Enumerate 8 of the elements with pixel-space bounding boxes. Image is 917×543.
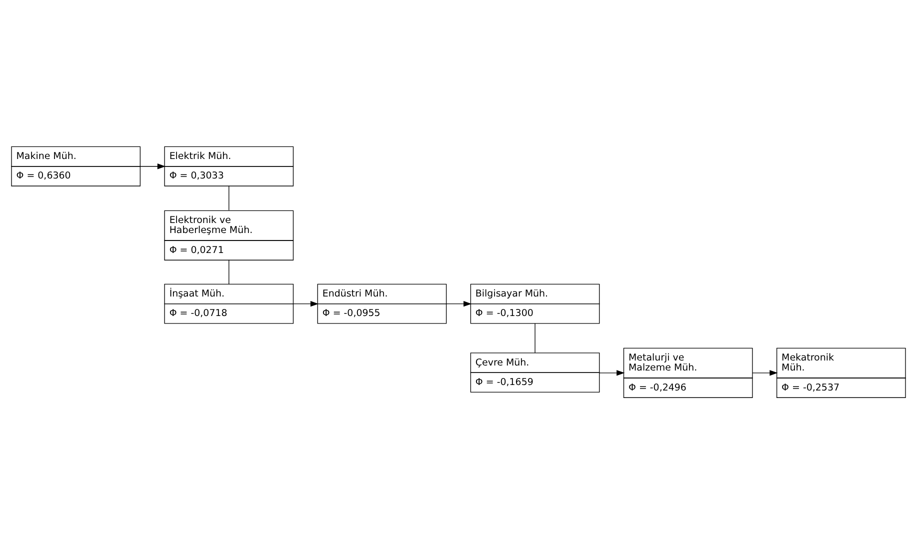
arrow: [140, 163, 166, 169]
connector: [228, 259, 230, 284]
arrow: [293, 300, 319, 306]
connector: [534, 322, 536, 353]
arrow: [446, 300, 472, 306]
arrow: [752, 370, 778, 376]
connector: [228, 185, 230, 210]
arrow: [599, 370, 625, 376]
